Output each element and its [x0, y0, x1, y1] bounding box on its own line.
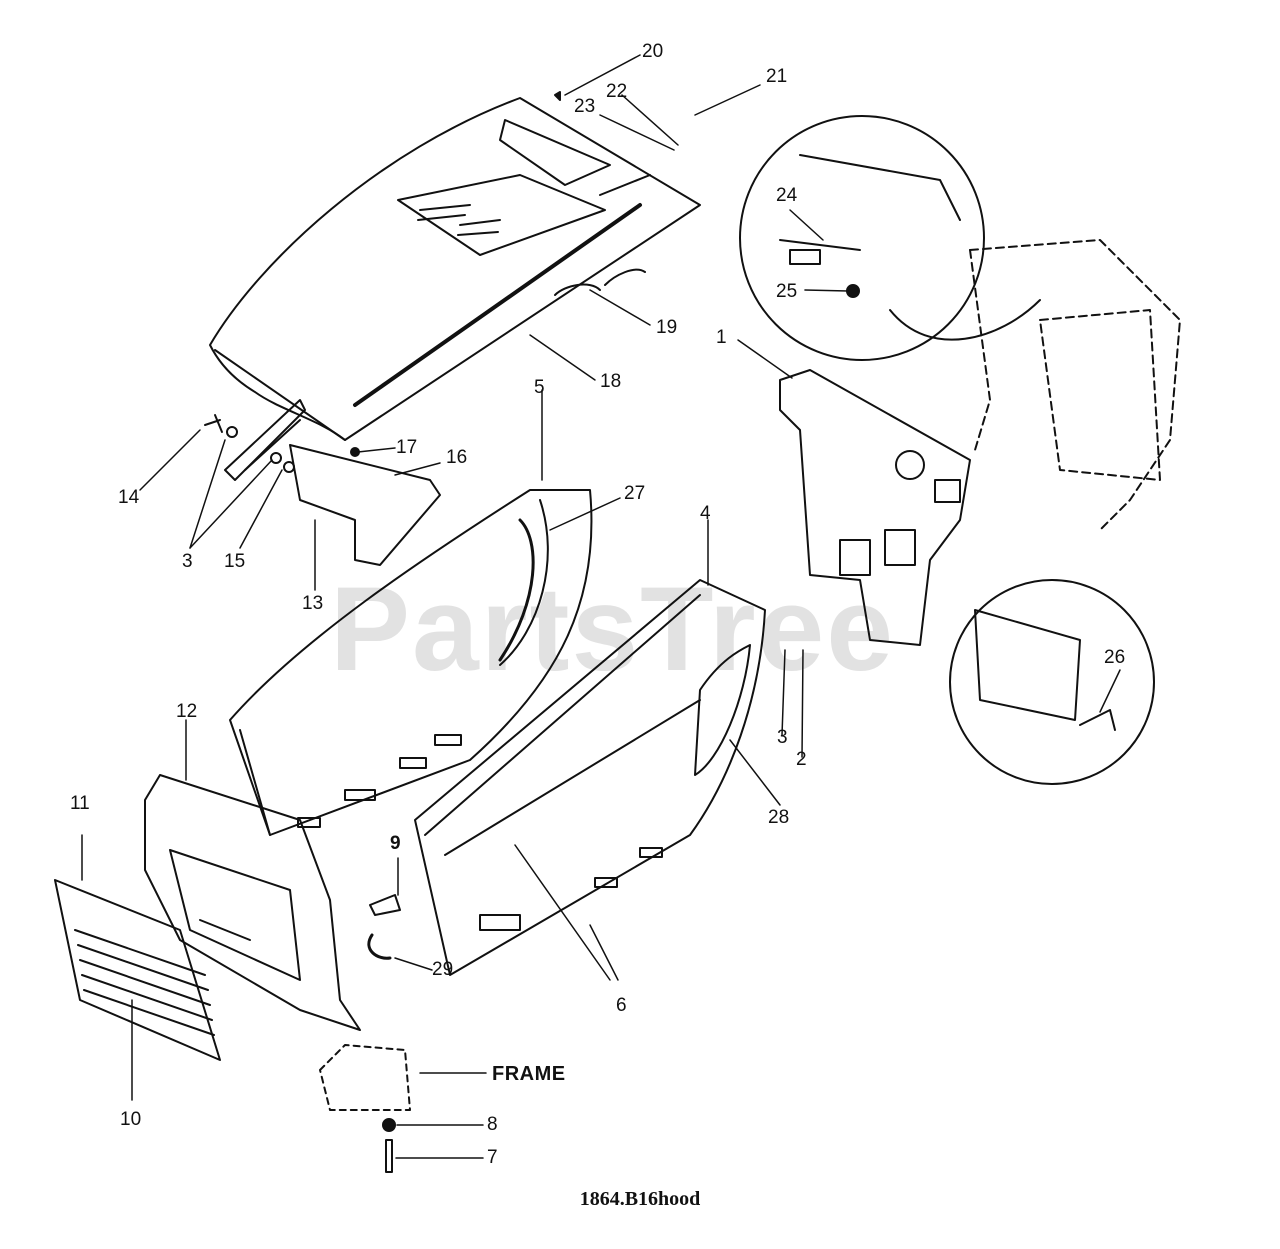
left-side-panel [229, 489, 593, 836]
callout-28: 28 [768, 807, 790, 828]
grille-part [54, 879, 221, 1061]
callout-7: 7 [487, 1147, 498, 1168]
callout-11: 11 [70, 793, 90, 814]
callout-2: 2 [796, 749, 807, 770]
callout-1: 1 [716, 327, 727, 348]
callout-26: 26 [1104, 647, 1126, 668]
callout-15: 15 [224, 551, 246, 572]
callout-29: 29 [432, 959, 454, 980]
callout-3-right: 3 [777, 727, 788, 748]
right-side-panel [414, 579, 766, 976]
detail-circle-top [739, 115, 1041, 361]
callout-9: 9 [390, 833, 401, 854]
callout-12: 12 [176, 701, 198, 722]
callout-10: 10 [120, 1109, 142, 1130]
detail-circle-bottom [949, 579, 1155, 785]
callout-3-left: 3 [182, 551, 193, 572]
callout-24: 24 [776, 185, 798, 206]
callout-4: 4 [700, 503, 711, 524]
front-nose-part [144, 774, 361, 1031]
frame-label: FRAME [492, 1063, 566, 1085]
callout-16: 16 [446, 447, 468, 468]
callout-19: 19 [656, 317, 678, 338]
watermark: PartsTree [330, 562, 896, 696]
callout-18: 18 [600, 371, 622, 392]
callout-25: 25 [776, 281, 798, 302]
rear-assembly [969, 239, 1181, 531]
callout-5: 5 [534, 377, 545, 398]
callout-6: 6 [616, 995, 627, 1016]
hood-part [209, 97, 701, 441]
callout-14: 14 [118, 487, 140, 508]
callout-13: 13 [302, 593, 324, 614]
callout-27: 27 [624, 483, 646, 504]
hinge-bracket-parts [204, 91, 561, 566]
dashboard-support-part [779, 369, 971, 646]
leader-lines [81, 54, 1121, 1159]
diagram-caption: 1864.B16hood [579, 1188, 701, 1210]
frame-mount-hardware [319, 894, 411, 1173]
callout-8: 8 [487, 1114, 498, 1135]
callout-21: 21 [766, 66, 788, 87]
callout-20: 20 [642, 41, 664, 62]
callout-17: 17 [396, 437, 418, 458]
callout-23: 23 [574, 96, 596, 117]
callout-22: 22 [606, 81, 628, 102]
